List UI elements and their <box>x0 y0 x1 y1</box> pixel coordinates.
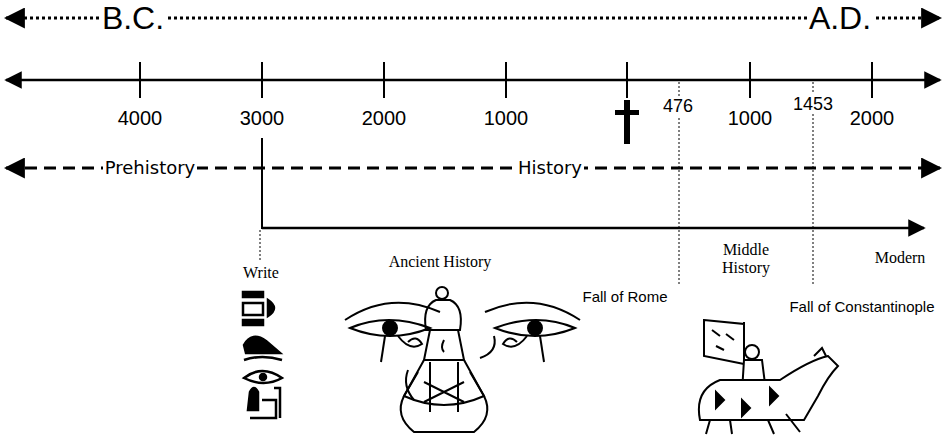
event-label: Fall of Constantinople <box>787 298 936 315</box>
period-label: History <box>516 158 584 179</box>
event-label: Fall of Rome <box>580 288 669 305</box>
year-label: 476 <box>661 96 695 117</box>
history-arrow <box>262 227 924 230</box>
year-label: 4000 <box>116 107 165 130</box>
hieroglyphs <box>243 292 282 418</box>
year-label: 2000 <box>360 107 409 130</box>
main-axis <box>6 79 940 82</box>
knight-illustration <box>699 320 838 434</box>
era-label: A.D. <box>807 0 873 37</box>
age-label: Ancient History <box>387 253 494 271</box>
period-label: Prehistory <box>103 158 198 179</box>
year-label: 1000 <box>482 107 531 130</box>
axis-ticks <box>140 62 872 98</box>
age-label: Middle History <box>712 241 780 278</box>
age-label: Modern <box>873 249 928 267</box>
pharaoh-illustration <box>345 287 580 432</box>
era-label: B.C. <box>100 0 166 37</box>
year-label: 1000 <box>726 107 775 130</box>
year-label: 3000 <box>238 107 287 130</box>
year-label: 2000 <box>848 107 897 130</box>
writing-start-line <box>261 138 263 229</box>
write-leader <box>260 230 261 262</box>
year-label: 1453 <box>791 94 835 115</box>
age-label: Write <box>241 264 281 282</box>
cross-symbol <box>615 100 639 144</box>
